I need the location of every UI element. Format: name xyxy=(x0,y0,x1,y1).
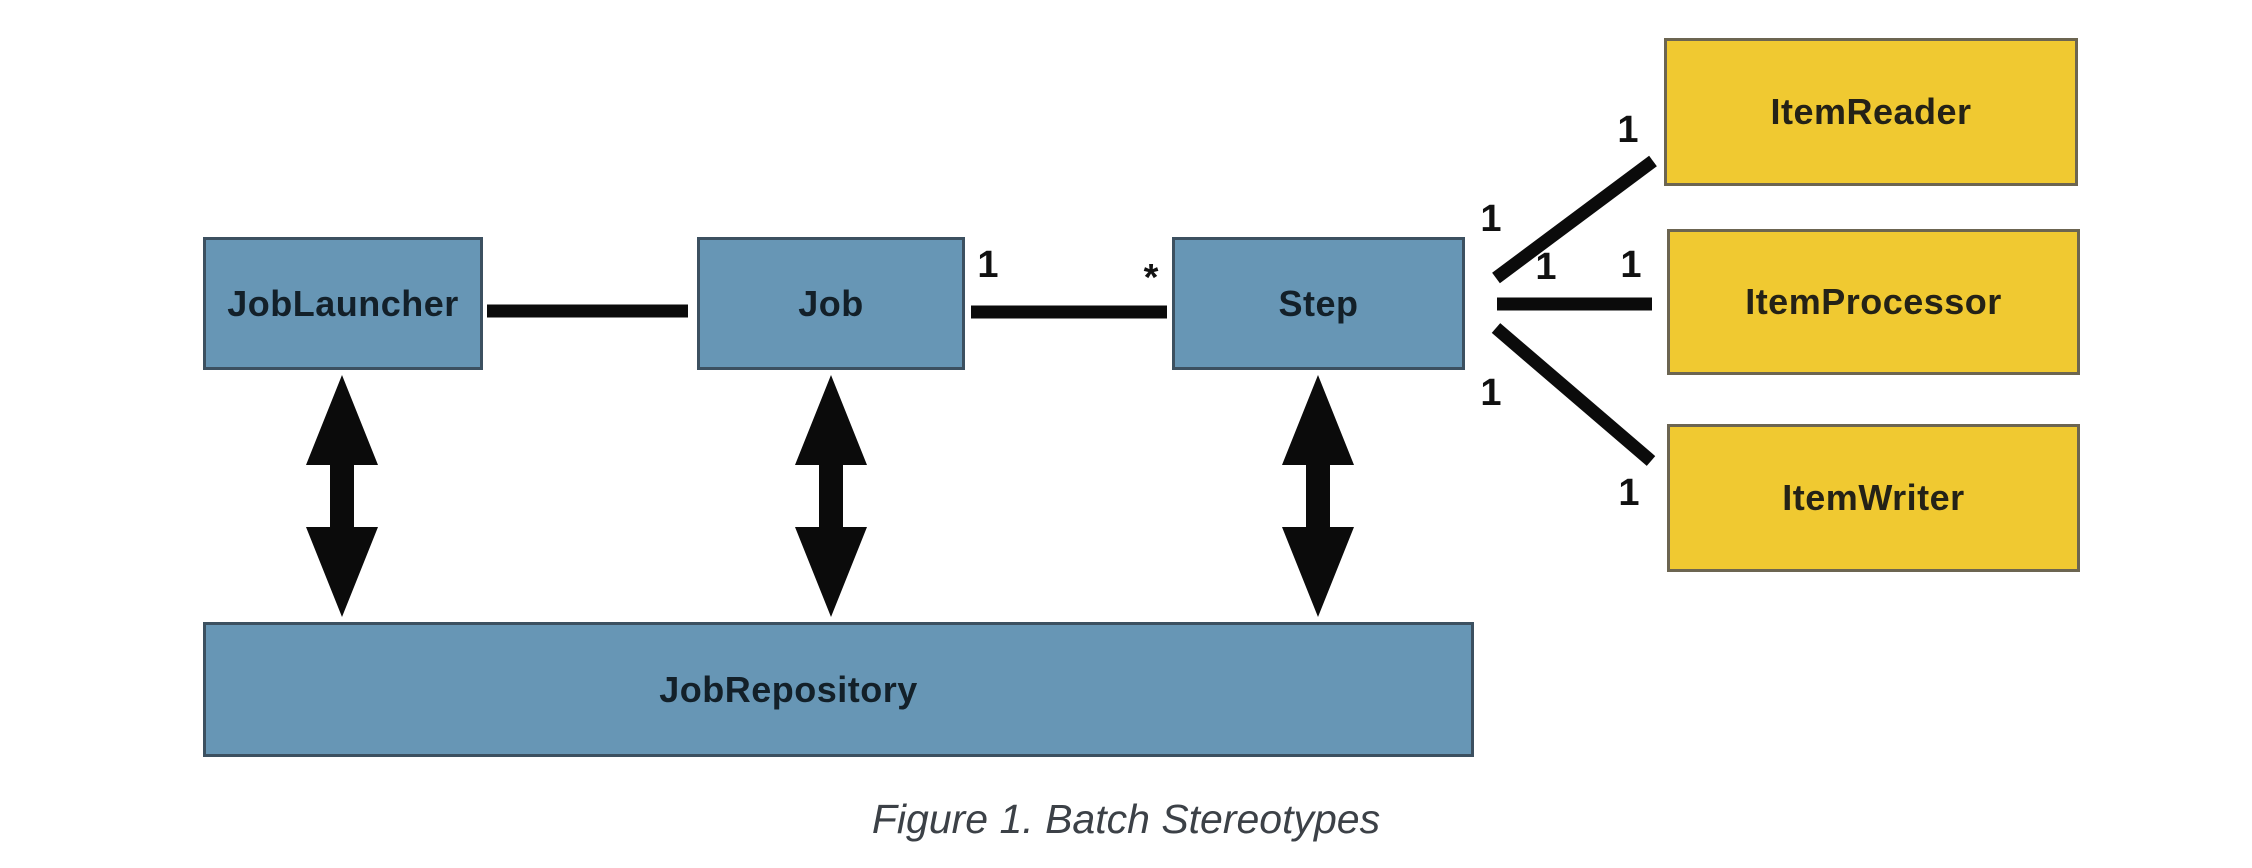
multiplicity-job-step-near: 1 xyxy=(977,244,999,286)
double-arrow-step-jobrepository xyxy=(1282,375,1354,617)
node-joblauncher: JobLauncher xyxy=(203,237,483,370)
multiplicity-step-processor-far: 1 xyxy=(1620,244,1642,286)
node-step-label: Step xyxy=(1278,282,1359,324)
node-itemreader: ItemReader xyxy=(1664,38,2078,186)
node-joblauncher-label: JobLauncher xyxy=(227,282,459,324)
connector-step-itemreader xyxy=(1492,155,1657,284)
double-arrow-joblauncher-jobrepository xyxy=(306,375,378,617)
node-job: Job xyxy=(697,237,965,370)
node-itemwriter-label: ItemWriter xyxy=(1782,477,1965,518)
figure-caption: Figure 1. Batch Stereotypes xyxy=(871,796,1381,842)
double-arrow-job-jobrepository xyxy=(795,375,867,617)
node-jobrepository-label: JobRepository xyxy=(659,668,918,710)
node-itemprocessor-label: ItemProcessor xyxy=(1745,281,2002,322)
multiplicity-step-writer-far: 1 xyxy=(1618,472,1640,514)
connector-step-itemwriter xyxy=(1491,323,1656,466)
node-itemprocessor: ItemProcessor xyxy=(1667,229,2080,375)
multiplicity-step-writer-near: 1 xyxy=(1480,372,1502,414)
node-itemreader-label: ItemReader xyxy=(1770,91,1972,132)
node-itemwriter: ItemWriter xyxy=(1667,424,2080,572)
node-job-label: Job xyxy=(798,282,864,324)
node-jobrepository: JobRepository xyxy=(203,622,1474,757)
multiplicity-job-step-far: * xyxy=(1143,257,1159,299)
node-step: Step xyxy=(1172,237,1465,370)
multiplicity-step-reader-near: 1 xyxy=(1480,198,1502,240)
multiplicity-step-reader-far: 1 xyxy=(1617,109,1639,151)
multiplicity-step-processor-near: 1 xyxy=(1535,246,1557,288)
